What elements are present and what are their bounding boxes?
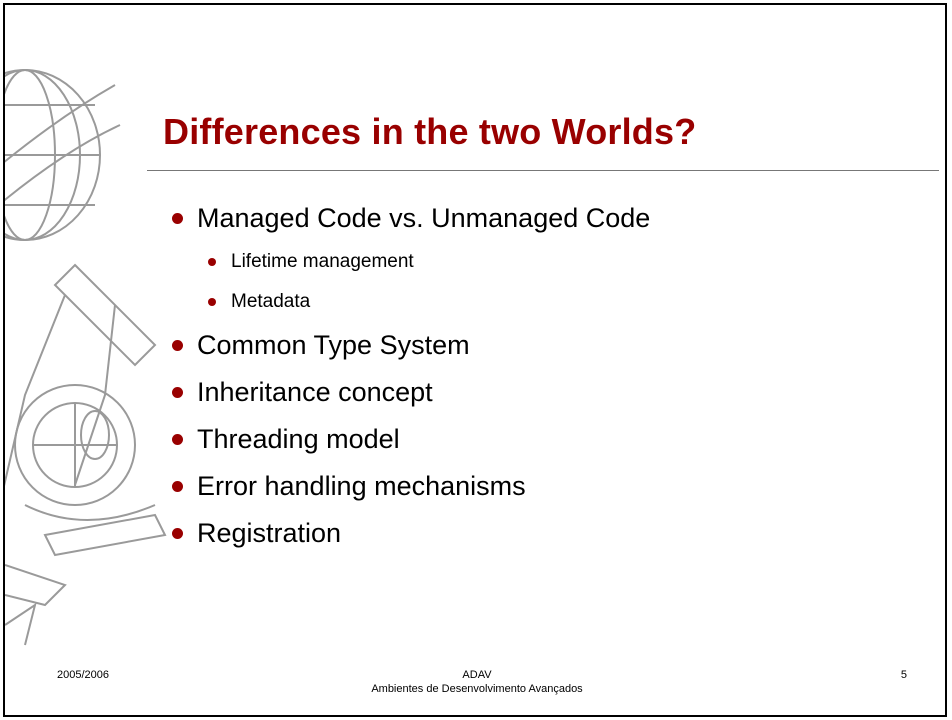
bullet-text: Registration: [197, 518, 342, 548]
armillary-sphere-decoration: [5, 69, 167, 646]
bullet-item: Managed Code vs. Unmanaged Code: [167, 195, 650, 242]
footer-course-code: ADAV: [462, 669, 492, 681]
footer-course-name: Ambientes de Desenvolvimento Avançados: [371, 683, 583, 695]
footer-course: ADAV Ambientes de Desenvolvimento Avança…: [5, 668, 945, 696]
bullet-icon: [172, 340, 183, 351]
bullet-item: Threading model: [167, 416, 650, 463]
bullet-icon: [172, 213, 183, 224]
slide-title: Differences in the two Worlds?: [163, 111, 697, 152]
bullet-item: Inheritance concept: [167, 369, 650, 416]
sub-bullet-item: Lifetime management: [167, 242, 650, 282]
bullet-item: Common Type System: [167, 322, 650, 369]
sub-bullet-item: Metadata: [167, 282, 650, 322]
bullet-text: Threading model: [197, 424, 400, 454]
bullet-text: Inheritance concept: [197, 377, 433, 407]
bullet-text: Metadata: [231, 291, 311, 312]
bullet-text: Lifetime management: [231, 251, 414, 272]
bullet-text: Error handling mechanisms: [197, 471, 526, 501]
footer-date: 2005/2006: [57, 669, 109, 681]
bullet-icon: [172, 481, 183, 492]
bullet-text: Common Type System: [197, 330, 470, 360]
bullet-icon: [172, 528, 183, 539]
bullet-icon: [208, 258, 216, 266]
bullet-icon: [208, 298, 216, 306]
bullet-icon: [172, 434, 183, 445]
bullet-item: Registration: [167, 510, 650, 557]
slide: Differences in the two Worlds? Managed C…: [3, 3, 947, 717]
bullet-item: Error handling mechanisms: [167, 463, 650, 510]
title-divider: [147, 170, 939, 171]
bullet-text: Managed Code vs. Unmanaged Code: [197, 203, 651, 233]
bullet-icon: [172, 387, 183, 398]
bullet-list: Managed Code vs. Unmanaged Code Lifetime…: [167, 195, 650, 557]
footer-page-number: 5: [900, 669, 907, 681]
